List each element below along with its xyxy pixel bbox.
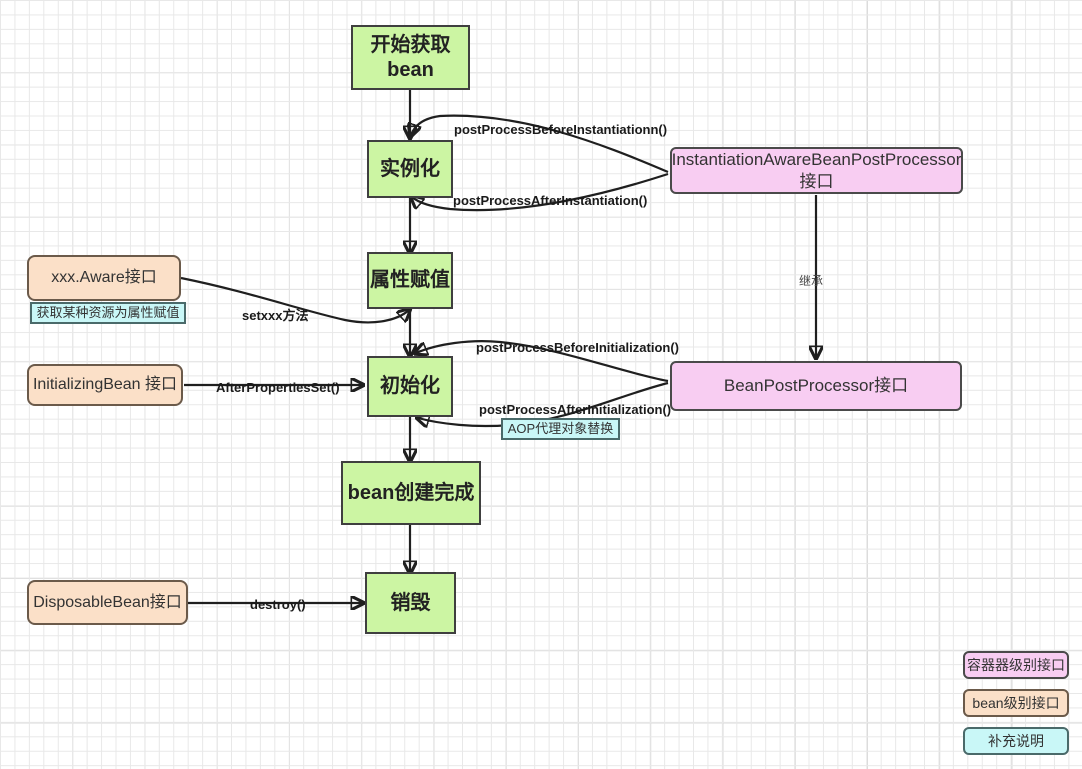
node-instantiate-label: 实例化 <box>380 157 440 180</box>
edge-label-after-instantiation: postProcessAfterInstantiation() <box>453 193 648 208</box>
node-xxx-aware-interface[interactable]: xxx.Aware接口 <box>27 255 181 301</box>
node-populate-properties[interactable]: 属性赋值 <box>367 252 453 309</box>
edge-label-before-initialization: postProcessBeforeInitialization() <box>476 340 679 355</box>
legend-item-bean-level-label: bean级别接口 <box>972 695 1060 711</box>
edge-label-after-initialization: postProcessAfterInitialization() <box>479 402 672 417</box>
node-bean-created[interactable]: bean创建完成 <box>341 461 481 525</box>
edge-label-before-instantiation: postProcessBeforeInstantiationn() <box>454 122 668 137</box>
node-bean-created-label: bean创建完成 <box>347 481 475 504</box>
note-aware-resource: 获取某种资源为属性赋值 <box>30 302 186 324</box>
note-aware-resource-label: 获取某种资源为属性赋值 <box>36 304 180 320</box>
edge-label-destroy: destroy() <box>250 597 306 612</box>
node-instantiate[interactable]: 实例化 <box>367 140 453 198</box>
node-initializing-bean-interface[interactable]: InitializingBean 接口 <box>27 364 183 406</box>
edge-label-inherit: 继承 <box>799 274 824 288</box>
node-initializing-bean-interface-label: InitializingBean 接口 <box>32 376 178 393</box>
node-bean-post-processor[interactable]: BeanPostProcessor接口 <box>670 361 962 411</box>
note-aop-proxy-replacement-label: AOP代理对象替换 <box>507 420 614 436</box>
legend-item-supplementary: 补充说明 <box>963 727 1069 755</box>
edge-label-setxxx: setxxx方法 <box>242 308 309 323</box>
note-aop-proxy-replacement: AOP代理对象替换 <box>501 418 620 440</box>
node-start-get-bean-line2: bean <box>387 58 434 81</box>
node-bean-post-processor-label: BeanPostProcessor接口 <box>723 376 909 396</box>
node-xxx-aware-interface-label: xxx.Aware接口 <box>51 269 157 286</box>
node-instantiation-aware-bean-post-processor[interactable]: InstantiationAwareBeanPostProcessor接口 <box>670 147 963 194</box>
legend-item-bean-level: bean级别接口 <box>963 689 1069 717</box>
node-instantiation-aware-bean-post-processor-label: InstantiationAwareBeanPostProcessor接口 <box>671 150 962 191</box>
node-start-get-bean-line1: 开始获取 <box>370 33 451 56</box>
legend-item-container-level-label: 容器器级别接口 <box>967 657 1065 673</box>
node-initialize[interactable]: 初始化 <box>367 356 453 417</box>
node-disposable-bean-interface[interactable]: DisposableBean接口 <box>27 580 188 625</box>
node-initialize-label: 初始化 <box>380 375 440 397</box>
node-start-get-bean[interactable]: 开始获取 bean <box>351 25 470 90</box>
node-destroy-label: 销毁 <box>390 591 431 614</box>
legend-item-supplementary-label: 补充说明 <box>988 733 1044 749</box>
node-disposable-bean-interface-label: DisposableBean接口 <box>33 593 182 611</box>
node-destroy[interactable]: 销毁 <box>365 572 456 634</box>
node-populate-properties-label: 属性赋值 <box>370 269 450 291</box>
edge-label-after-properties-set: AfterPropertiesSet() <box>216 380 340 395</box>
legend-item-container-level: 容器器级别接口 <box>963 651 1069 679</box>
